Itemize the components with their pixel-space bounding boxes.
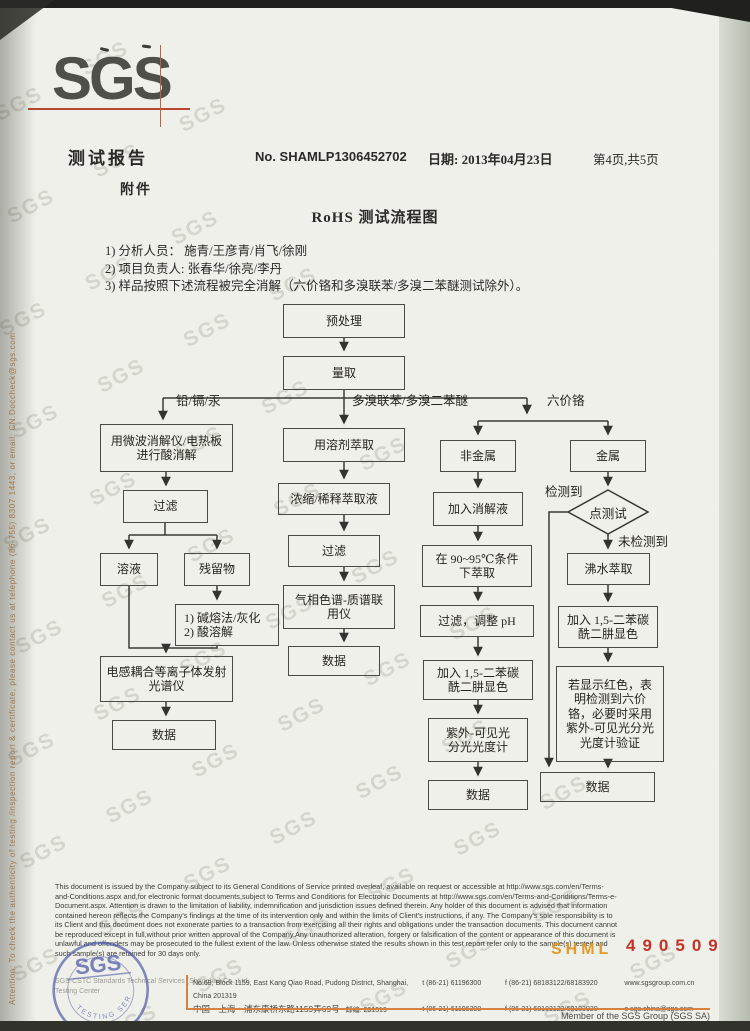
flow-node-data-2: 数据: [288, 646, 380, 676]
report-number: No. SHAMLP1306452702: [255, 149, 407, 164]
disclaimer-line: contained hereon reflects the Company's …: [55, 910, 613, 920]
flow-node-add-diphenylcarbazide-1: 加入 1,5-二苯碳 酰二肼显色: [423, 660, 533, 700]
bottom-scan-edge: [0, 1021, 750, 1031]
flow-node-solvent-extraction: 用溶剂萃取: [283, 428, 405, 462]
left-scan-shadow: [0, 0, 36, 1031]
fax-number: f (86-21) 68183122/68183920: [505, 980, 598, 987]
flow-node-nonmetal: 非金属: [440, 440, 516, 472]
logo-vertical-rule: [160, 45, 161, 127]
company-division: Testing Center: [55, 988, 101, 995]
flow-node-concentrate-dilute: 浓缩/稀释萃取液: [278, 483, 390, 515]
flowchart-title: RoHS 测试流程图: [311, 210, 439, 226]
address-row-en: No.69, Block 1159, East Kang Qiao Road, …: [193, 977, 713, 1003]
flow-node-metal: 金属: [570, 440, 646, 472]
lab-code-shml: SHML: [551, 941, 613, 958]
note-item: 3) 样品按照下述流程被完全消解（六价铬和多溴联苯/多溴二苯醚测试除外）。: [105, 279, 529, 293]
flow-node-acid-digestion: 用微波消解仪/电热板 进行酸消解: [100, 424, 233, 472]
right-scan-background-strip: [719, 6, 750, 1021]
report-date: 日期: 2013年04月23日: [428, 152, 553, 167]
disclaimer-line: and-Conditions.aspx and,for electronic f…: [55, 891, 617, 901]
branch-label-lead-cadmium-mercury: 铅/镉/汞: [176, 394, 221, 408]
address-cn: 中国・上海・浦东康桥东路1159弄69号 邮编: 201319: [193, 1003, 422, 1017]
note-item: 1) 分析人员： 施青/王彦青/肖飞/徐刚: [105, 244, 308, 258]
sgs-logo: SGS: [52, 45, 173, 112]
flow-node-boiling-water-extraction: 沸水萃取: [567, 553, 650, 585]
disclaimer-line: This document is issued by the Company s…: [55, 882, 604, 891]
address-en: No.69, Block 1159, East Kang Qiao Road, …: [193, 980, 409, 1000]
company-name-block: SGS-CSTC Standards Technical Services (S…: [55, 977, 249, 997]
flow-node-filter-1: 过滤: [123, 490, 208, 523]
flow-node-data-4: 数据: [540, 772, 655, 802]
serial-number-red: 490509: [626, 936, 725, 955]
flow-node-filter-adjust-ph: 过滤，调整 pH: [420, 605, 534, 637]
footer-horizontal-rule: [186, 1008, 710, 1010]
flow-node-extract-90-95: 在 90~95℃条件 下萃取: [422, 545, 532, 587]
flow-node-add-digest-solution: 加入消解液: [433, 492, 523, 526]
flow-node-data-1: 数据: [112, 720, 216, 750]
company-name: SGS-CSTC Standards Technical Services (S…: [55, 978, 250, 985]
note-item: 2) 项目负责人: 张春华/徐亮/李丹: [105, 261, 283, 276]
website-url: www.sgsgroup.com.cn: [624, 980, 695, 987]
disclaimer-line: be reproduced except in full,without pri…: [55, 929, 616, 939]
disclaimer-line: its Client and this document does not ex…: [55, 920, 618, 930]
doc-type-title: 测试报告: [68, 149, 148, 168]
flow-node-gcms: 气相色谱-质谱联 用仪: [283, 585, 395, 629]
postal-code: 邮编: 201319: [345, 1007, 387, 1014]
sgs-group-membership: Member of the SGS Group (SGS SA): [560, 1011, 710, 1021]
top-scan-edge: [0, 0, 750, 8]
flow-node-red-color-check: 若显示红色，表 明检测到六价 铬，必要时采用 紫外-可见光分光 光度计验证: [556, 666, 664, 762]
flow-node-solution: 溶液: [100, 553, 158, 586]
flow-node-uv-vis-spectrophotometer: 紫外-可见光 分光光度计: [428, 718, 528, 762]
note-list: 1) 分析人员： 施青/王彦青/肖飞/徐刚 2) 项目负责人: 张春华/徐亮/李…: [105, 243, 528, 296]
flow-node-add-diphenylcarbazide-2: 加入 1,5-二苯碳 酰二肼显色: [558, 606, 658, 648]
flow-node-data-3: 数据: [428, 780, 528, 810]
disclaimer-line: such sample(s) are retained for 30 days …: [55, 948, 201, 958]
flow-node-icp-oes: 电感耦合等离子体发射 光谱仪: [100, 656, 233, 702]
phone-number: t (86-21) 61196300: [422, 980, 482, 987]
flow-node-alkali-fusion: 1) 碱熔法/灰化 2) 酸溶解: [175, 604, 279, 646]
branch-label-pbb-pbde: 多溴联苯/多溴二苯醚: [352, 394, 468, 408]
flow-node-residue: 残留物: [184, 553, 250, 586]
page-indicator: 第4页,共5页: [593, 153, 659, 167]
attachment-label: 附件: [120, 183, 152, 198]
flow-node-filter-2: 过滤: [288, 535, 380, 567]
company-stamp: SGS TESTING SERVICES: [41, 931, 149, 1031]
disclaimer-line: unlawful and offenders may be prosecuted…: [55, 939, 608, 949]
stamp-sgs-text: SGS: [74, 950, 123, 980]
legal-disclaimer: This document is issued by the Company s…: [55, 882, 711, 958]
logo-horizontal-rule: [28, 108, 190, 110]
branch-label-hexavalent-chromium: 六价铬: [547, 394, 585, 408]
decision-label-not-detected: 未检测到: [618, 535, 669, 549]
disclaimer-line: Document.aspx. Attention is drawn to the…: [55, 901, 608, 911]
flow-node-pretreatment: 预处理: [283, 304, 405, 338]
decision-label-detected: 检测到: [545, 485, 583, 499]
flow-node-measure: 量取: [283, 356, 405, 390]
footer-vertical-rule: [186, 975, 188, 1009]
flow-node-spot-test-diamond: 点测试: [589, 507, 627, 521]
